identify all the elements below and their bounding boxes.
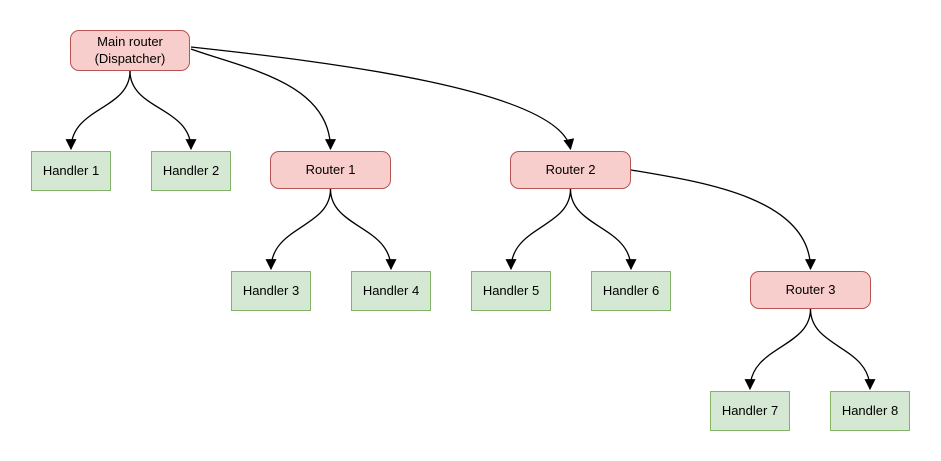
node-router-2: Router 2 <box>510 151 631 189</box>
edge-router-3-to-handler-7 <box>744 308 812 391</box>
node-label: Handler 1 <box>42 162 100 178</box>
node-handler-6: Handler 6 <box>591 271 671 311</box>
node-label: Main router <box>97 33 163 49</box>
edge-main-router-to-handler-2 <box>129 70 197 151</box>
node-router-1: Router 1 <box>270 151 391 189</box>
node-label: Router 2 <box>545 161 596 177</box>
edge-main-router-to-handler-1 <box>65 70 131 151</box>
node-handler-7: Handler 7 <box>710 391 790 431</box>
edge-router-2-to-handler-6 <box>569 188 637 271</box>
node-label: Handler 7 <box>721 402 779 418</box>
node-router-3: Router 3 <box>750 271 871 309</box>
node-handler-1: Handler 1 <box>31 151 111 191</box>
edge-router-1-to-handler-4 <box>329 188 397 271</box>
edge-router-1-to-handler-3 <box>265 188 332 271</box>
node-label: Handler 3 <box>242 282 300 298</box>
edge-router-2-to-handler-5 <box>505 188 572 271</box>
node-label: Router 3 <box>785 281 836 297</box>
node-label: Handler 2 <box>162 162 220 178</box>
node-label: (Dispatcher) <box>94 50 166 66</box>
node-main-router: Main router(Dispatcher) <box>70 30 190 71</box>
node-handler-2: Handler 2 <box>151 151 231 191</box>
node-handler-4: Handler 4 <box>351 271 431 311</box>
node-label: Handler 5 <box>482 282 540 298</box>
node-handler-3: Handler 3 <box>231 271 311 311</box>
node-handler-5: Handler 5 <box>471 271 551 311</box>
edges-group <box>65 46 876 391</box>
node-label: Handler 8 <box>841 402 899 418</box>
node-label: Router 1 <box>305 161 356 177</box>
edge-main-router-to-router-2 <box>190 46 575 151</box>
edge-router-2-to-router-3 <box>630 169 816 271</box>
node-label: Handler 6 <box>602 282 660 298</box>
node-label: Handler 4 <box>362 282 420 298</box>
node-handler-8: Handler 8 <box>830 391 910 431</box>
edge-main-router-to-router-1 <box>190 48 336 151</box>
edge-router-3-to-handler-8 <box>809 308 876 391</box>
